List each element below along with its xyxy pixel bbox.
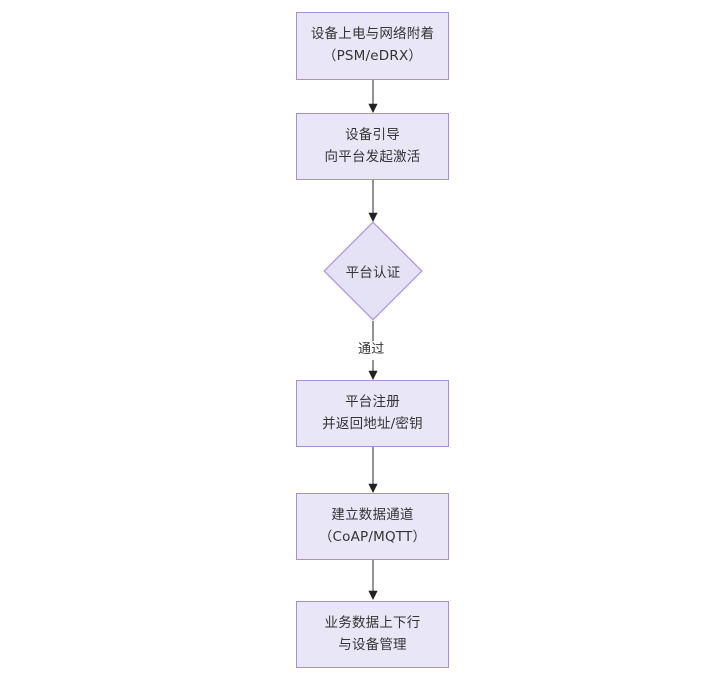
- node-label-line2: 与设备管理: [338, 636, 407, 653]
- node-label: 业务数据上下行 与设备管理: [325, 613, 421, 657]
- node-label-line2: 并返回地址/密钥: [322, 415, 423, 432]
- node-label-line1: 建立数据通道: [331, 506, 414, 523]
- diamond-shape: [323, 221, 423, 321]
- edge-n2-n3: [368, 180, 378, 222]
- edge-n5-n6: [368, 560, 378, 600]
- edge-n1-n2: [368, 80, 378, 113]
- node-label: 建立数据通道 （CoAP/MQTT）: [319, 505, 426, 549]
- node-platform-registration[interactable]: 平台注册 并返回地址/密钥: [296, 380, 449, 447]
- node-label-line1: 平台认证: [345, 265, 401, 281]
- node-label-line1: 设备上电与网络附着: [310, 26, 435, 43]
- node-label-line2: （PSM/eDRX）: [322, 48, 423, 64]
- node-label-line1: 业务数据上下行: [324, 614, 421, 631]
- node-business-data-and-device-management[interactable]: 业务数据上下行 与设备管理: [296, 601, 449, 668]
- edge-n4-n5: [368, 447, 378, 493]
- node-establish-data-channel[interactable]: 建立数据通道 （CoAP/MQTT）: [296, 493, 449, 560]
- edge-label-pass: 通过: [355, 341, 388, 360]
- node-label: 平台注册 并返回地址/密钥: [322, 392, 423, 436]
- node-label-line1: 平台注册: [345, 393, 400, 410]
- node-label: 设备引导 向平台发起激活: [325, 125, 421, 169]
- node-platform-authentication-decision[interactable]: 平台认证: [323, 221, 423, 321]
- node-device-bootstrap[interactable]: 设备引导 向平台发起激活: [296, 113, 449, 180]
- node-device-power-on[interactable]: 设备上电与网络附着 （PSM/eDRX）: [296, 12, 449, 80]
- node-label-line1: 设备引导: [345, 126, 400, 143]
- node-label: 设备上电与网络附着 （PSM/eDRX）: [311, 24, 434, 68]
- node-label-line2: （CoAP/MQTT）: [318, 528, 427, 545]
- node-label-line2: 向平台发起激活: [324, 148, 421, 165]
